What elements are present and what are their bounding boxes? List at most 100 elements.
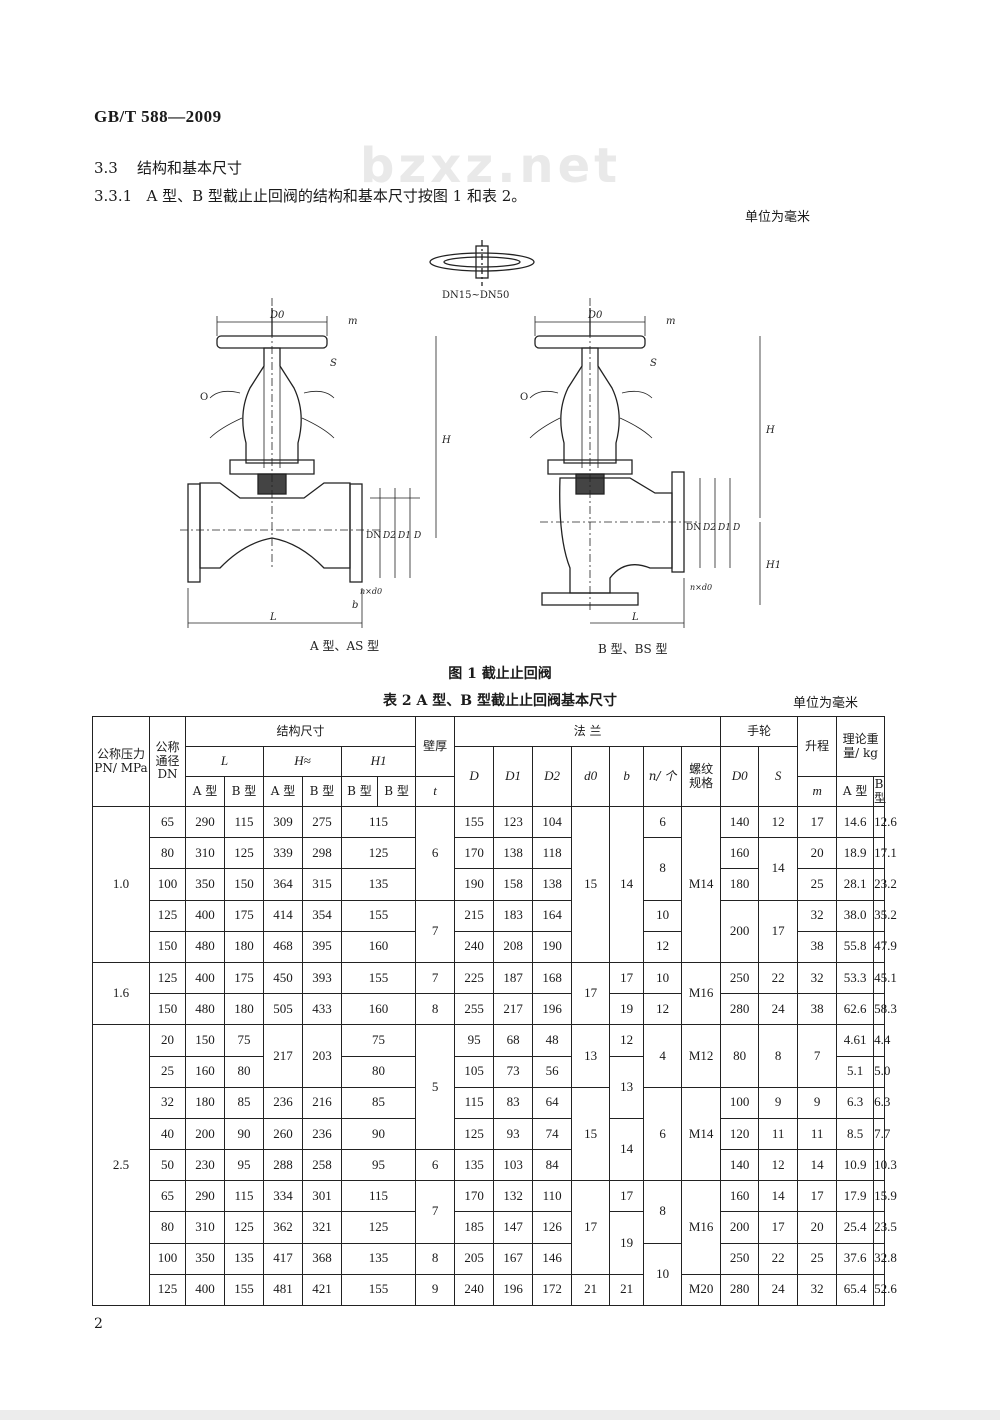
- table-row: 80 310 125 339 298 125 170 138 118 8 160…: [93, 837, 897, 901]
- cell: 203: [302, 1024, 342, 1088]
- cell: 135: [340, 1242, 417, 1275]
- header-pn: 公称压力 PN/ MPa: [92, 716, 150, 807]
- cell: 10.3: [873, 1149, 897, 1182]
- cell: 32: [797, 961, 838, 995]
- cell: 10.9: [836, 1149, 875, 1182]
- page-bottom-edge: [0, 1410, 1000, 1420]
- table-row: 80 310 125 362 321 125 185 147 126 19 20…: [93, 1211, 897, 1275]
- cell: 400: [185, 1273, 225, 1307]
- cell: 155: [340, 899, 417, 932]
- cell: 100: [149, 868, 186, 901]
- cell: 17: [609, 1180, 645, 1213]
- cell: 140: [720, 805, 760, 839]
- cell: 217: [493, 993, 534, 1026]
- cell: 321: [302, 1211, 342, 1244]
- cell: 180: [224, 993, 264, 1026]
- dim-l-right: L: [631, 612, 639, 623]
- cell: 364: [263, 868, 303, 901]
- cell: 5.1: [836, 1055, 875, 1088]
- cell: 118: [532, 837, 573, 870]
- header-l-b: B 型: [224, 776, 264, 807]
- cell: 17: [797, 1180, 838, 1213]
- cell: 217: [263, 1024, 303, 1088]
- dim-o-right: O: [520, 392, 528, 403]
- cell: M16: [681, 1180, 722, 1275]
- watermark-text: bzxz.net: [360, 138, 622, 194]
- cell: 196: [532, 993, 573, 1026]
- cell: 280: [720, 1273, 760, 1307]
- table-row: 150 480 180 505 433 160 8 255 217 196 19…: [93, 993, 897, 1026]
- cell: 126: [532, 1211, 573, 1244]
- header-thread: 螺纹 规格: [681, 746, 722, 807]
- cell: 480: [185, 993, 225, 1026]
- cell: 17.1: [873, 837, 897, 870]
- cell: 115: [340, 805, 417, 839]
- dim-h-right: H: [765, 425, 775, 436]
- cell: 354: [302, 899, 342, 932]
- subsection-number: 3.3.1: [94, 187, 133, 205]
- cell: 80: [149, 1211, 186, 1244]
- cell: 100: [720, 1086, 760, 1119]
- cell: 65.4: [836, 1273, 875, 1307]
- cell: 123: [493, 805, 534, 839]
- cell: 25: [149, 1055, 186, 1088]
- cell: 155: [224, 1273, 264, 1307]
- cell: 6: [415, 806, 456, 901]
- cell: 21: [571, 1273, 611, 1307]
- cell-pn: 1.6: [92, 961, 150, 1026]
- cell: 64: [532, 1086, 573, 1119]
- cell: 24: [758, 993, 799, 1026]
- cell: 8: [643, 1180, 683, 1244]
- cell: 310: [185, 1211, 225, 1244]
- cell: 135: [454, 1149, 495, 1182]
- cell: 7: [415, 899, 456, 963]
- header-d0-handwheel: D0: [720, 746, 760, 807]
- cell: 158: [493, 868, 534, 901]
- cell: 334: [263, 1180, 303, 1213]
- cell: 95: [454, 1024, 495, 1057]
- cell: 140: [720, 1149, 760, 1182]
- cell: 280: [720, 993, 760, 1026]
- cell: 315: [302, 868, 342, 901]
- cell: 32.8: [873, 1242, 897, 1275]
- header-d0: d0: [571, 746, 611, 807]
- cell: 150: [224, 868, 264, 901]
- cell: 6.3: [873, 1086, 890, 1119]
- cell: 15: [571, 806, 611, 963]
- dim-nd0-right: n×d0: [690, 583, 712, 592]
- table-row: 32 180 85 236 216 85 115 83 64 15 6 M14 …: [93, 1086, 890, 1182]
- cell: 125: [340, 1211, 417, 1244]
- header-h1-b: B 型: [341, 776, 378, 807]
- dim-d-right: D: [732, 523, 740, 533]
- cell: 200: [720, 1211, 760, 1244]
- valve-dimension-table: 公称压力 PN/ MPa 公称通径 DN 结构尺寸 壁厚 法 兰 手轮 升程 理…: [92, 716, 897, 1307]
- cell: 32: [149, 1086, 186, 1119]
- cell: 125: [224, 1211, 264, 1244]
- cell: 6: [643, 1086, 683, 1182]
- cell: 8: [415, 1242, 456, 1275]
- cell: 180: [224, 930, 264, 963]
- cell: 125: [224, 837, 264, 870]
- cell: 17: [571, 961, 611, 1026]
- cell: 240: [454, 930, 495, 963]
- cell: 13: [571, 1024, 611, 1088]
- cell: 183: [493, 899, 534, 932]
- cell: 17: [758, 1211, 799, 1244]
- cell: 15: [571, 1086, 611, 1182]
- cell: 310: [185, 837, 225, 870]
- cell: 5: [415, 1024, 456, 1151]
- dim-d1-right: D1: [717, 523, 731, 533]
- cell: 309: [263, 805, 303, 839]
- cell: 38: [797, 930, 838, 963]
- cell: 150: [149, 930, 186, 963]
- cell: 480: [185, 930, 225, 963]
- cell: 115: [224, 1180, 264, 1213]
- subsection-text: A 型、B 型截止止回阀的结构和基本尺寸按图 1 和表 2。: [146, 187, 527, 205]
- cell: 115: [340, 1180, 417, 1213]
- dim-dn-right: DN: [686, 523, 701, 533]
- cell: 138: [493, 837, 534, 870]
- cell: 9: [758, 1086, 799, 1119]
- cell: 14.6: [836, 805, 875, 839]
- cell: 12: [643, 930, 683, 963]
- cell: 393: [302, 961, 342, 995]
